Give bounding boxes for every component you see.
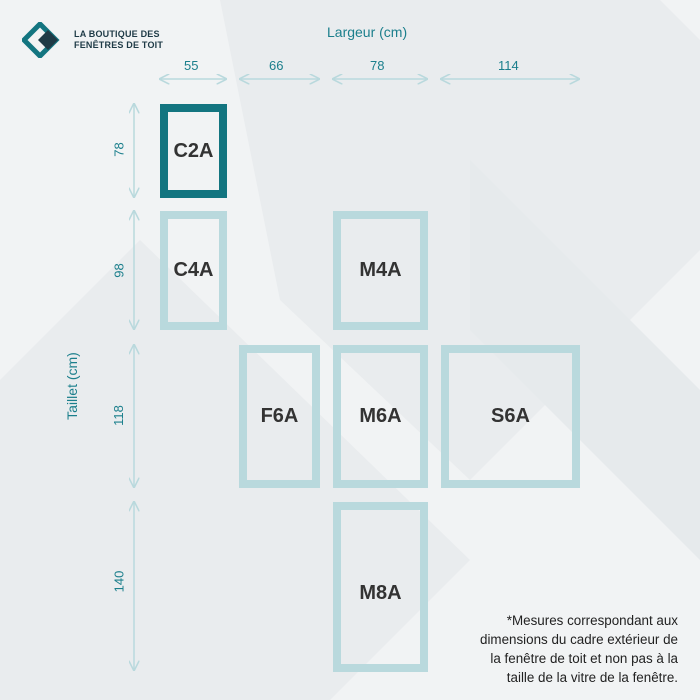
height-label-78: 78: [111, 142, 127, 157]
width-label-66: 66: [269, 58, 284, 73]
width-axis-title: Largeur (cm): [327, 24, 408, 40]
measurement-note: *Mesures correspondant aux dimensions du…: [418, 611, 678, 687]
window-code: M6A: [359, 405, 402, 427]
window-C2A[interactable]: C2A: [160, 104, 227, 198]
height-label-140: 140: [111, 570, 127, 593]
window-code: M8A: [359, 581, 402, 604]
brand-name-line1: LA BOUTIQUE DES: [74, 29, 160, 39]
width-label-55: 55: [184, 58, 199, 73]
window-M4A[interactable]: M4A: [333, 211, 428, 330]
note-line4: taille de la vitre de la fenêtre.: [506, 670, 678, 685]
window-code: S6A: [491, 405, 530, 427]
window-code: F6A: [260, 405, 299, 427]
brand-logo: LA BOUTIQUE DES FENÊTRES DE TOIT: [22, 22, 163, 58]
note-line2: dimensions du cadre extérieur de: [480, 632, 678, 647]
window-C4A[interactable]: C4A: [160, 211, 227, 330]
brand-name-line2: FENÊTRES DE TOIT: [74, 40, 164, 50]
brand-name: LA BOUTIQUE DES FENÊTRES DE TOIT: [74, 29, 163, 51]
note-line3: la fenêtre de toit et non pas à la: [490, 651, 678, 666]
window-code: C4A: [173, 259, 214, 281]
window-F6A[interactable]: F6A: [239, 345, 320, 488]
height-label-98: 98: [111, 263, 127, 278]
window-M6A[interactable]: M6A: [333, 345, 428, 488]
height-label-118: 118: [110, 405, 126, 426]
height-axis-title: Taillet (cm): [63, 352, 80, 420]
window-code: C2A: [173, 139, 214, 162]
window-M8A[interactable]: M8A: [333, 502, 428, 672]
window-code: M4A: [359, 259, 402, 281]
diamond-logo-icon: [22, 22, 60, 58]
width-label-114: 114: [498, 58, 519, 73]
width-label-78: 78: [370, 58, 385, 73]
window-S6A[interactable]: S6A: [441, 345, 580, 488]
note-line1: *Mesures correspondant aux: [506, 613, 678, 628]
